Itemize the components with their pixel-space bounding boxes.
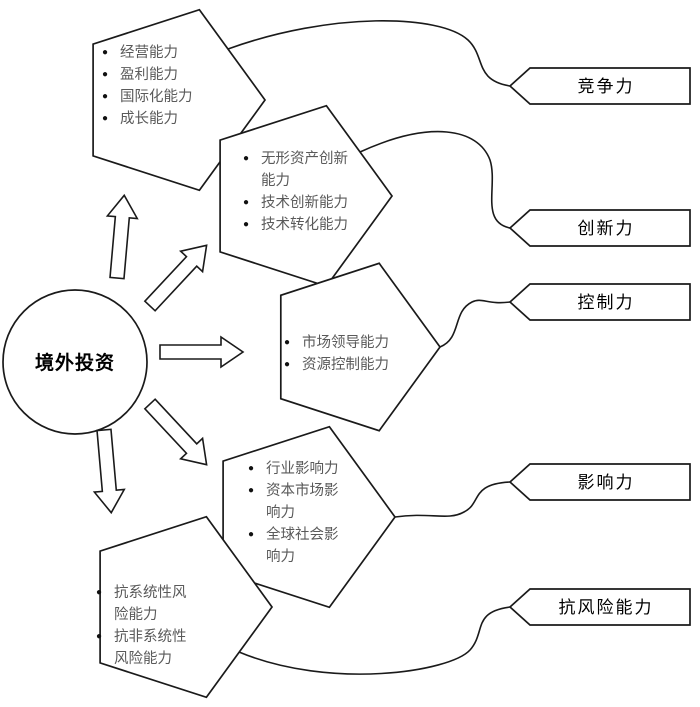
banner-label-innovation: 创新力 [578,219,635,238]
capability-list-risk-resistance: 抗系统性风险能力 抗非系统性风险能力 [96,582,194,670]
banner-label-competitiveness: 竞争力 [578,77,635,96]
connector-influence [394,481,511,518]
capability-item: 行业影响力 [248,458,346,480]
center-label: 境外投资 [35,351,115,374]
capability-item: 无形资产创新能力 [243,148,361,192]
capability-item: 国际化能力 [102,86,224,108]
arrow-down [92,428,126,515]
arrow-right [159,335,245,369]
arrow-up-right [143,244,208,312]
capability-item: 技术创新能力 [243,192,361,214]
capability-item: 全球社会影响力 [248,524,346,568]
capability-item: 抗非系统性风险能力 [96,626,194,670]
capability-item: 盈利能力 [102,64,224,86]
banner-innovation [508,209,691,247]
connector-innovation [359,130,511,229]
capability-item: 市场领导能力 [284,332,414,354]
capability-item: 抗系统性风险能力 [96,582,194,626]
banner-competitiveness [508,67,691,105]
capability-item: 资本市场影响力 [248,480,346,524]
banner-label-control: 控制力 [578,293,635,312]
arrow-up [105,193,139,280]
capability-item: 技术转化能力 [243,214,361,236]
banner-control [508,283,691,321]
banner-risk-resistance [508,588,691,626]
banner-influence [508,463,691,501]
capability-list-competitiveness: 经营能力 盈利能力 国际化能力 成长能力 [102,42,224,130]
connector-control [439,299,511,348]
connector-risk-resistance [238,606,511,675]
capability-list-control: 市场领导能力 资源控制能力 [284,332,414,376]
capability-item: 成长能力 [102,108,224,130]
arrow-down-right [143,398,208,466]
capability-item: 资源控制能力 [284,354,414,376]
banner-label-risk-resistance: 抗风险能力 [559,598,654,617]
capability-list-influence: 行业影响力 资本市场影响力 全球社会影响力 [248,458,346,568]
connector-competitiveness [227,20,511,87]
capability-item: 经营能力 [102,42,224,64]
banner-label-influence: 影响力 [578,473,635,492]
center-circle [2,289,148,435]
capability-list-innovation: 无形资产创新能力 技术创新能力 技术转化能力 [243,148,361,236]
